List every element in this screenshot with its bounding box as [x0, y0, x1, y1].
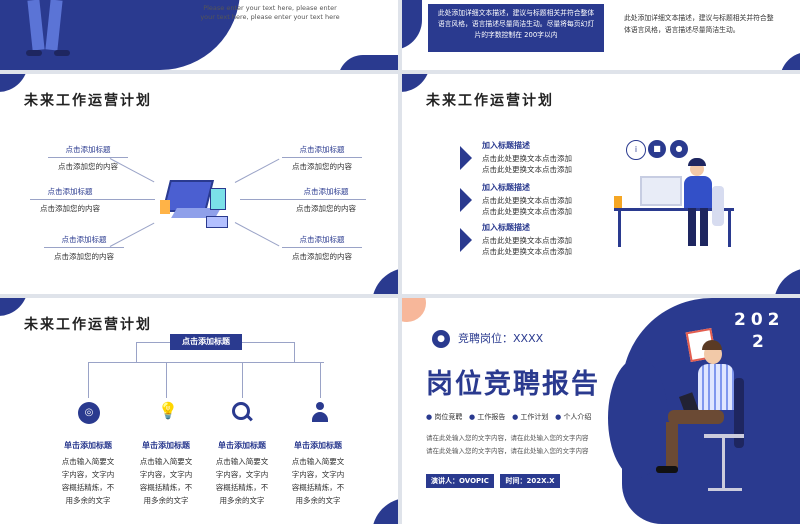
time-badge: 时间：202X.X [500, 474, 560, 488]
speaker-badge: 演讲人：OVOPIC [426, 474, 494, 488]
connector [320, 362, 321, 398]
year-line-1: 202 [734, 310, 785, 330]
label-left-3: 点击添加标题 点击添加您的内容 [44, 234, 124, 262]
connector [136, 342, 137, 362]
search-icon [230, 400, 254, 424]
item-title: 加入标题描述 [482, 223, 530, 232]
top-title-button[interactable]: 点击添加标题 [170, 334, 242, 350]
item-text: 点击此处更换文本点击添加 点击此处更换文本点击添加 [482, 154, 572, 174]
label-left-2: 点击添加标题 点击添加您的内容 [30, 186, 110, 214]
text-box: 此处添加详细文本描述，建议与标题相关并符合整体语言风格，语言描述尽量简洁生动。尽… [428, 4, 604, 52]
decor-peach-circle [402, 298, 426, 322]
chevron-right-icon [460, 146, 472, 170]
decor-corner [372, 498, 398, 524]
label-right-1: 点击添加标题 点击添加您的内容 [282, 144, 362, 172]
connector [88, 362, 89, 398]
year-line-2: 2 [752, 332, 764, 352]
label-right-3: 点击添加标题 点击添加您的内容 [282, 234, 362, 262]
info-icon: i [626, 140, 646, 160]
connector [166, 362, 167, 398]
column-1: 单击添加标题 点击输入简要文 字内容，文字内 容概括精炼，不 用多余的文字 [61, 441, 115, 505]
connector [240, 199, 290, 200]
slide-6-thumbnail[interactable]: ● 竞聘岗位：XXXX 202 2 岗位竞聘报告 ● 岗位竞聘 ● 工作报告 ●… [402, 298, 800, 524]
item-text: 点击此处更换文本点击添加 点击此处更换文本点击添加 [482, 236, 572, 256]
slide-title: 未来工作运营计划 [426, 93, 554, 109]
position-label: 竞聘岗位：XXXX [458, 332, 544, 345]
item-title: 加入标题描述 [482, 141, 530, 150]
placeholder-english: Please enter your text here, please ente… [200, 4, 340, 21]
connector [242, 362, 243, 398]
decor-corner [774, 268, 800, 294]
decor-corner [338, 55, 398, 70]
slide-2-thumbnail[interactable]: 此处添加详细文本描述，建议与标题相关并符合整体语言风格，语言描述尽量简洁生动。尽… [402, 0, 800, 70]
connector [100, 199, 155, 200]
side-text: 此处添加详细文本描述，建议与标题相关并符合整体语言风格，语言描述尽量简洁生动。 [624, 14, 774, 34]
decor-corner-right [780, 52, 800, 70]
lightbulb-icon: 💡 [158, 401, 178, 420]
man-with-tablet-illustration [648, 338, 768, 518]
user-icon: ● [670, 140, 688, 158]
office-worker-illustration: i ■ ● [614, 136, 744, 256]
label-right-2: 点击添加标题 点击添加您的内容 [286, 186, 366, 214]
decor-corner-left [402, 0, 422, 50]
connector [242, 342, 294, 343]
description-2: 请在此处输入您的文字内容，请在此处输入您的文字内容 [426, 447, 589, 455]
item-text: 点击此处更换文本点击添加 点击此处更换文本点击添加 [482, 196, 572, 216]
decor-corner [372, 268, 398, 294]
column-3: 单击添加标题 点击输入简要文 字内容，文字内 容概括精炼，不 用多余的文字 [215, 441, 269, 505]
target-icon: ◎ [78, 402, 100, 424]
lock-icon: ■ [648, 140, 666, 158]
connector [136, 342, 170, 343]
slide-5-thumbnail[interactable]: 未来工作运营计划 点击添加标题 ◎ 💡 单击添加标题 点击输入简要文 字内容，文… [0, 298, 398, 524]
connector [234, 222, 280, 247]
label-left-1: 点击添加标题 点击添加您的内容 [48, 144, 128, 172]
decor-blue-wave-inner [608, 358, 668, 478]
person-icon [310, 402, 330, 422]
slide-title: 未来工作运营计划 [24, 317, 152, 333]
connector [294, 342, 295, 362]
connector [88, 362, 324, 363]
person-legs-illustration [26, 0, 70, 60]
chevron-right-icon [460, 188, 472, 212]
item-title: 加入标题描述 [482, 183, 530, 192]
slide-3-thumbnail[interactable]: 未来工作运营计划 点击添加标题 点击添加您的内容 点击添加标题 点击添加您的内容… [0, 74, 398, 294]
column-2: 单击添加标题 点击输入简要文 字内容，文字内 容概括精炼，不 用多余的文字 [139, 441, 193, 505]
column-4: 单击添加标题 点击输入简要文 字内容，文字内 容概括精炼，不 用多余的文字 [291, 441, 345, 505]
slide-1-thumbnail[interactable]: Please enter your text here, please ente… [0, 0, 398, 70]
slide-title: 未来工作运营计划 [24, 93, 152, 109]
laptop-illustration [160, 174, 232, 230]
tag-list: ● 岗位竞聘 ● 工作报告 ● 工作计划 ● 个人介绍 [426, 413, 592, 421]
slide-4-thumbnail[interactable]: 未来工作运营计划 加入标题描述 点击此处更换文本点击添加 点击此处更换文本点击添… [402, 74, 800, 294]
description-1: 请在此处输入您的文字内容，请在此处输入您的文字内容 [426, 434, 589, 442]
main-title: 岗位竞聘报告 [426, 369, 600, 400]
connector [234, 158, 280, 183]
user-circle-icon: ● [432, 330, 450, 348]
chevron-right-icon [460, 228, 472, 252]
